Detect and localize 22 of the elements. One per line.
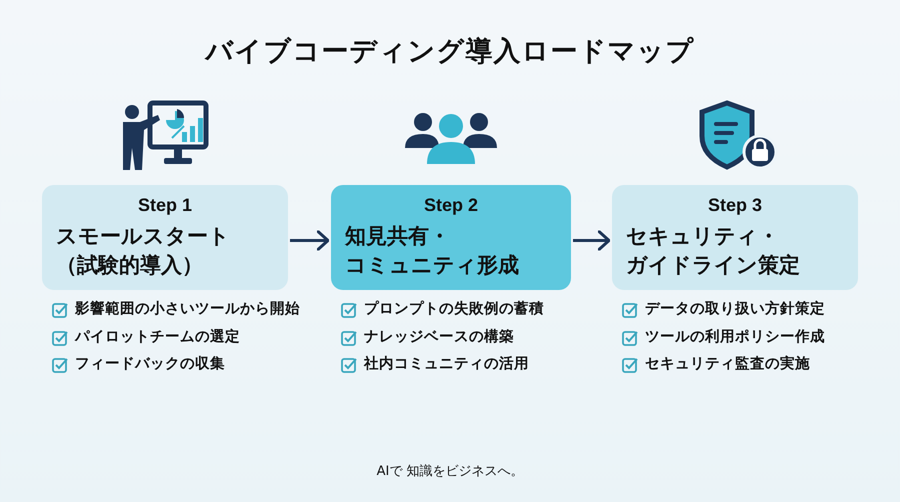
step-label: Step 1 <box>136 195 194 216</box>
step-label: Step 2 <box>422 195 480 216</box>
checklist-item: プロンプトの失敗例の蓄積 <box>364 300 544 318</box>
step-title: セキュリティ・ガイドライン策定 <box>626 223 801 279</box>
step-title: スモールスタート（試験的導入） <box>56 223 231 279</box>
checklist-item: ツールの利用ポリシー作成 <box>645 328 825 346</box>
step-label: Step 3 <box>706 195 764 216</box>
checklist-item: 影響範囲の小さいツールから開始 <box>75 300 300 318</box>
step-box <box>42 185 288 290</box>
checklist-item: セキュリティ監査の実施 <box>645 354 810 373</box>
checklist-item: フィードバックの収集 <box>75 354 225 373</box>
tagline: AIで 知識をビジネスへ。 <box>376 463 524 480</box>
arrow <box>573 230 610 251</box>
step-title: 知見共有・コミュニティ形成 <box>345 223 520 279</box>
title: バイブコーディング導入ロードマップ <box>204 35 696 69</box>
checklist-item: 社内コミュニティの活用 <box>364 354 529 373</box>
arrow <box>290 230 330 251</box>
checklist-item: パイロットチームの選定 <box>75 328 240 346</box>
checklist-item: データの取り扱い方針策定 <box>645 299 825 318</box>
step-box <box>612 185 858 290</box>
step-box <box>331 185 571 290</box>
checklist-item: ナレッジベースの構築 <box>364 328 514 346</box>
